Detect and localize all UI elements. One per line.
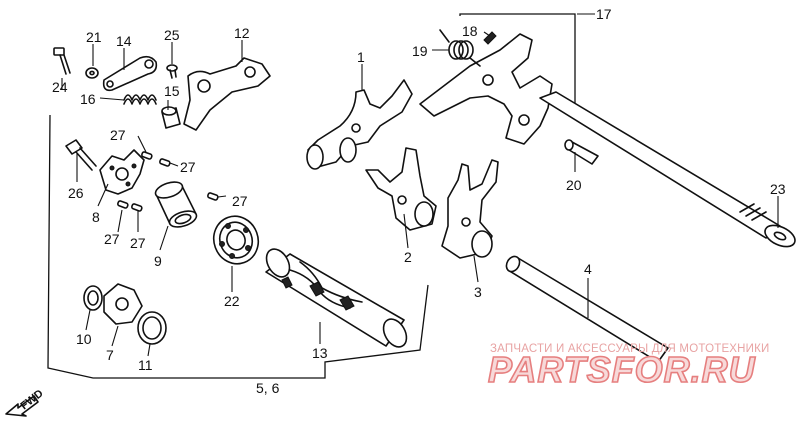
shift-fork-3 <box>441 159 499 259</box>
callout-17: 17 <box>596 6 612 22</box>
callout-22: 22 <box>224 293 240 309</box>
callout-24: 24 <box>52 79 68 95</box>
spring-16 <box>123 94 157 105</box>
callout-26: 26 <box>68 185 84 201</box>
callout-16: 16 <box>80 91 96 107</box>
callout-7: 7 <box>106 347 114 363</box>
watermark-caption: ЗАПЧАСТИ И АКСЕССУАРЫ ДЛЯ МОТОТЕХНИКИ <box>490 343 770 355</box>
callout-5-6: 5, 6 <box>256 380 280 396</box>
callout-9: 9 <box>154 253 162 269</box>
plate-7 <box>103 283 143 325</box>
shaft-assembly-bracket <box>459 13 576 108</box>
callout-27e: 27 <box>130 235 146 251</box>
callout-labels: 24 21 14 16 25 15 12 1 2 3 4 17 18 19 20… <box>52 6 786 396</box>
callout-21: 21 <box>86 29 102 45</box>
washer-21 <box>85 67 99 79</box>
callout-12: 12 <box>234 25 250 41</box>
shift-drum-13 <box>265 248 408 348</box>
arrow-icon <box>5 395 39 417</box>
watermark: ЗАПЧАСТИ И АКСЕССУАРЫ ДЛЯ МОТОТЕХНИКИ PA… <box>487 343 770 391</box>
callout-1: 1 <box>357 49 365 65</box>
callout-27c: 27 <box>232 193 248 209</box>
callout-2: 2 <box>404 249 412 265</box>
pin-25 <box>166 64 178 79</box>
callout-8: 8 <box>92 209 100 225</box>
shift-shaft <box>539 91 781 239</box>
leader-lines <box>61 13 779 357</box>
bolt-24 <box>53 47 71 75</box>
callout-15: 15 <box>164 83 180 99</box>
bearing-22 <box>212 215 260 265</box>
callout-3: 3 <box>474 284 482 300</box>
callout-11: 11 <box>138 357 153 373</box>
shift-fork-1 <box>306 79 413 170</box>
bearing-11 <box>137 311 167 345</box>
callout-25: 25 <box>164 27 180 43</box>
callout-13: 13 <box>312 345 328 361</box>
cam-plate-8 <box>99 149 145 195</box>
callout-20: 20 <box>566 177 582 193</box>
seal-10 <box>83 285 103 311</box>
bolt-26 <box>65 139 97 171</box>
dowel-pins-27 <box>117 151 219 212</box>
callout-10: 10 <box>76 331 92 347</box>
callout-18: 18 <box>462 23 478 39</box>
pin-18 <box>483 31 497 45</box>
washer-23 <box>764 224 796 248</box>
callout-4: 4 <box>584 261 592 277</box>
fwd-label: FWD <box>18 387 45 412</box>
stopper-arm-14 <box>102 55 158 92</box>
callout-14: 14 <box>116 33 132 49</box>
group-frame <box>47 114 429 379</box>
forward-direction-indicator: FWD <box>5 387 46 417</box>
callout-19: 19 <box>412 43 428 59</box>
collar-15 <box>161 106 181 129</box>
plate-12 <box>183 57 271 131</box>
watermark-brand: PARTSFOR.RU <box>488 349 756 390</box>
drum-spacer-9 <box>154 181 198 228</box>
callout-23: 23 <box>770 181 786 197</box>
callout-27d: 27 <box>104 231 120 247</box>
callout-27b: 27 <box>180 159 196 175</box>
pin-20 <box>564 139 599 165</box>
callout-27a: 27 <box>110 127 126 143</box>
shift-fork-2 <box>365 147 437 231</box>
